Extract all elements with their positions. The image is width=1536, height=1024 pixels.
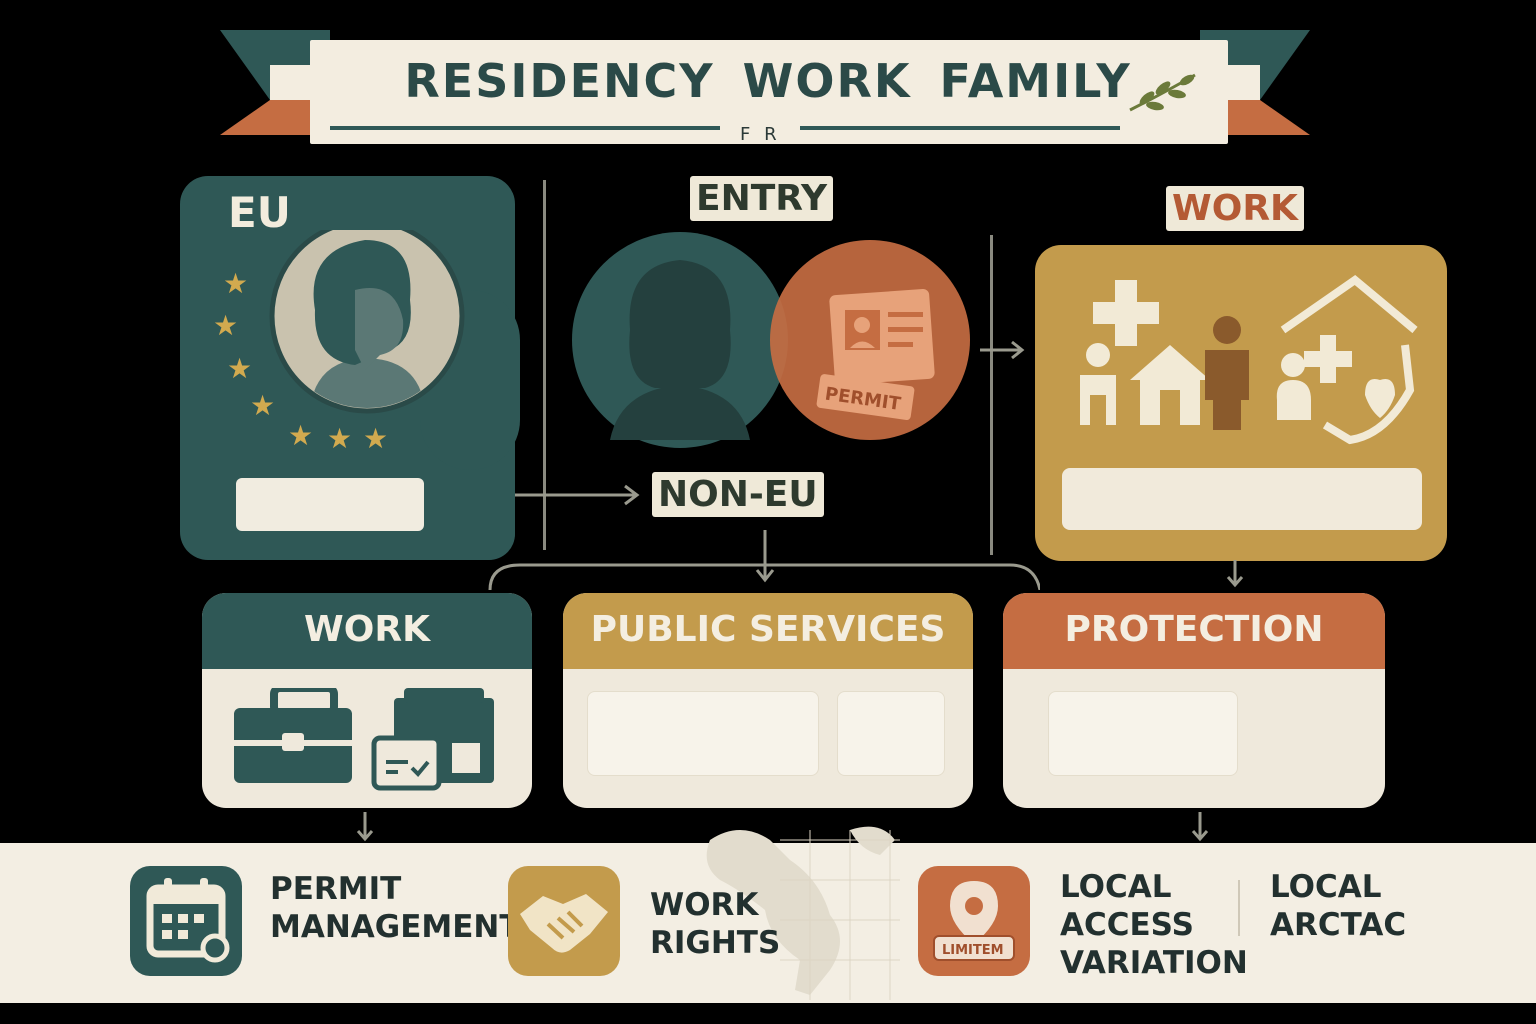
- svg-text:★: ★: [213, 309, 238, 342]
- svg-text:★: ★: [327, 422, 352, 455]
- banner-rule-left: [330, 126, 720, 130]
- svg-text:★: ★: [250, 389, 275, 422]
- category-header: [1003, 593, 1385, 669]
- divider-line: [543, 180, 546, 550]
- local-access-label: LOCAL ACCESS VARIATION: [1060, 869, 1248, 981]
- local-arctac-label: LOCAL ARCTAC: [1270, 869, 1407, 943]
- category-card-work: WORK: [202, 593, 532, 808]
- category-field: [587, 691, 819, 776]
- category-header: [202, 593, 532, 669]
- eu-person-avatar: ★ ★ ★ ★ ★ ★ ★: [213, 230, 465, 455]
- work-rights-label: WORK RIGHTS: [650, 887, 781, 961]
- banner-subtitle: F R: [740, 124, 781, 145]
- category-header: [563, 593, 973, 669]
- map-silhouette-icon: [706, 826, 900, 1000]
- calendar-icon: [146, 878, 230, 963]
- divider-line: [990, 235, 993, 555]
- down-arrow-icon: [1226, 560, 1244, 588]
- limitem-badge-text: LIMITEM: [942, 943, 1004, 958]
- category-title: PROTECTION: [1064, 609, 1324, 650]
- divider-line: [1238, 880, 1240, 936]
- svg-text:★: ★: [227, 352, 252, 385]
- banner-rule-right: [800, 126, 1120, 130]
- category-title: PUBLIC SERVICES: [590, 609, 946, 650]
- category-field: [837, 691, 945, 776]
- work-rights-icon-box: [508, 866, 620, 976]
- down-arrow-icon: [356, 812, 374, 842]
- svg-text:★: ★: [363, 422, 388, 455]
- entry-illustration: PERMIT: [572, 232, 970, 448]
- olive-branch-icon: [1129, 73, 1196, 112]
- family-health-icons: [1080, 274, 1418, 445]
- local-access-icon-box: LIMITEM: [918, 866, 1030, 976]
- non-eu-label: NON-EU: [652, 472, 824, 517]
- svg-text:★: ★: [288, 419, 313, 452]
- location-pin-icon: LIMITEM: [933, 881, 1015, 961]
- category-card-public-services: PUBLIC SERVICES: [563, 593, 973, 808]
- category-title: WORK: [304, 609, 430, 650]
- work-top-label: WORK: [1166, 186, 1304, 231]
- handshake-icon: [520, 894, 608, 953]
- down-arrow-icon: [1191, 812, 1209, 842]
- permit-management-icon-box: [130, 866, 242, 976]
- category-field: [1048, 691, 1238, 776]
- eu-card-field: [236, 478, 424, 531]
- svg-text:★: ★: [223, 267, 248, 300]
- family-services-field: [1062, 468, 1422, 530]
- permit-management-label: PERMIT MANAGEMENT: [270, 871, 521, 945]
- eu-label: EU: [228, 188, 291, 237]
- page-title: RESIDENCY WORK FAMILY: [404, 54, 1132, 108]
- entry-label: ENTRY: [690, 176, 834, 221]
- category-card-protection: PROTECTION: [1003, 593, 1385, 808]
- briefcase-icon: [234, 688, 494, 791]
